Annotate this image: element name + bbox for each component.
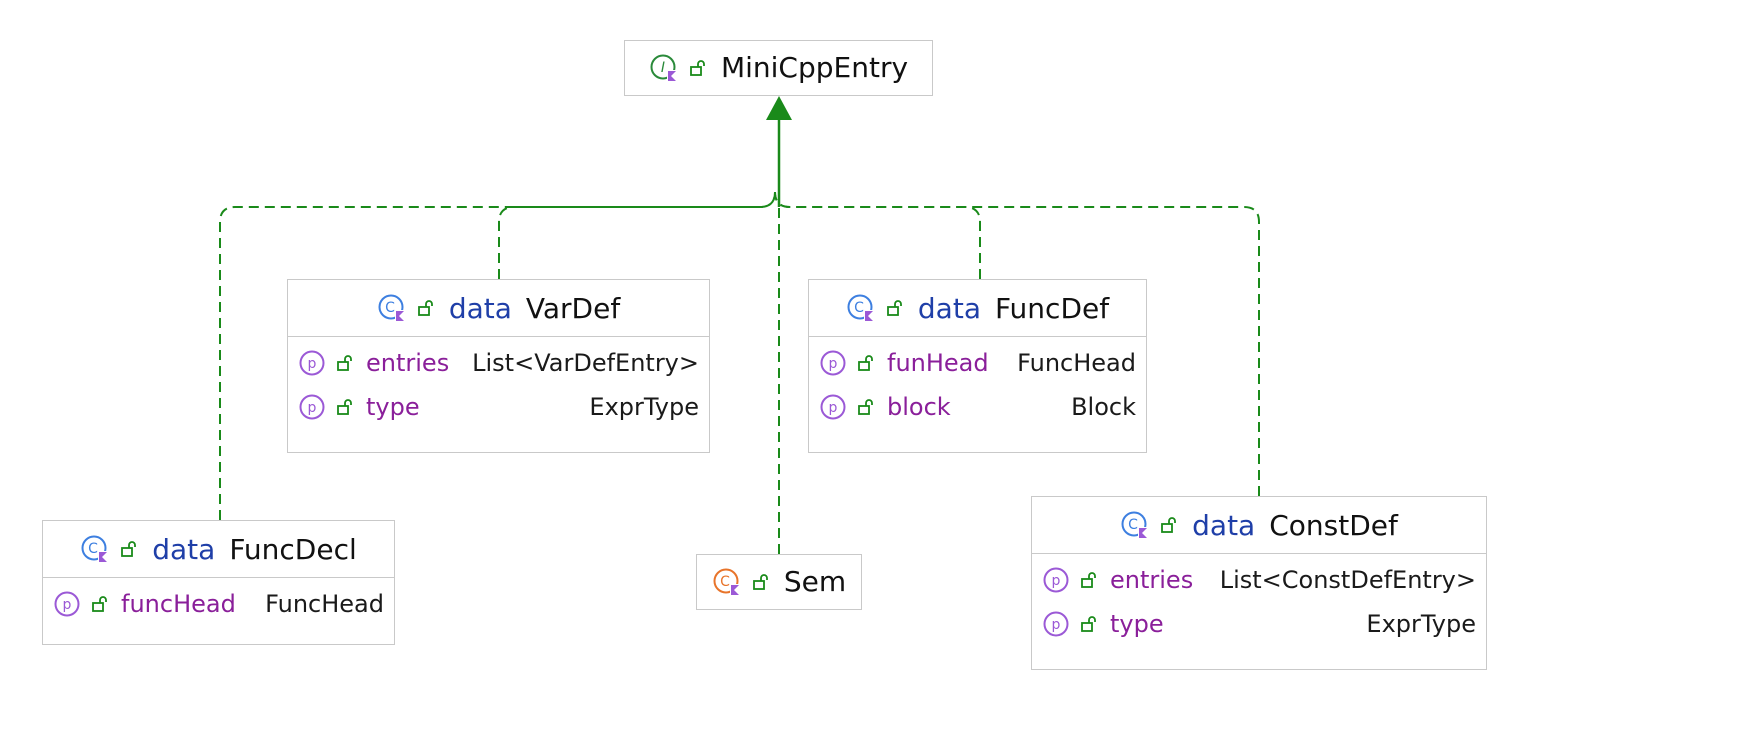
divider xyxy=(1032,553,1486,554)
public-lock-icon xyxy=(336,354,354,372)
svg-text:C: C xyxy=(720,574,730,590)
property-row[interactable]: p type ExprType xyxy=(1032,602,1486,646)
public-lock-icon xyxy=(336,398,354,416)
property-icon: p xyxy=(53,590,81,618)
property-type: ExprType xyxy=(1366,610,1476,638)
kotlin-class-icon: C xyxy=(1120,510,1150,540)
property-type: ExprType xyxy=(589,393,699,421)
class-constdef[interactable]: C data ConstDef p entries List<ConstDefE… xyxy=(1031,496,1487,670)
public-lock-icon xyxy=(752,573,770,591)
property-icon: p xyxy=(1042,566,1070,594)
class-funcdecl[interactable]: C data FuncDecl p funcHead FuncHead xyxy=(42,520,395,645)
property-name: entries xyxy=(366,349,450,377)
class-name: VarDef xyxy=(525,291,621,325)
property-icon: p xyxy=(819,349,847,377)
public-lock-icon xyxy=(1160,516,1178,534)
object-sem[interactable]: C Sem xyxy=(696,554,862,610)
kotlin-class-icon: C xyxy=(377,293,407,323)
property-type: List<ConstDefEntry> xyxy=(1219,566,1476,594)
svg-text:p: p xyxy=(829,356,838,372)
property-row[interactable]: p block Block xyxy=(809,385,1146,429)
divider xyxy=(288,336,709,337)
class-name: FuncDef xyxy=(994,291,1110,325)
public-lock-icon xyxy=(417,299,435,317)
svg-text:p: p xyxy=(308,356,317,372)
public-lock-icon xyxy=(689,59,707,77)
svg-text:C: C xyxy=(854,300,864,316)
svg-text:C: C xyxy=(88,541,98,557)
property-type: List<VarDefEntry> xyxy=(472,349,699,377)
property-row[interactable]: p entries List<VarDefEntry> xyxy=(288,341,709,385)
root-name: MiniCppEntry xyxy=(720,51,909,84)
svg-text:p: p xyxy=(1052,573,1061,589)
class-name: FuncDecl xyxy=(229,532,357,566)
public-lock-icon xyxy=(857,398,875,416)
property-icon: p xyxy=(819,393,847,421)
kotlin-object-icon: C xyxy=(712,567,742,597)
public-lock-icon xyxy=(91,595,109,613)
kotlin-class-icon: C xyxy=(846,293,876,323)
divider xyxy=(809,336,1146,337)
class-name: ConstDef xyxy=(1269,508,1398,542)
svg-text:I: I xyxy=(661,60,665,76)
interface-minicppentry[interactable]: I MiniCppEntry xyxy=(624,40,933,96)
property-name: type xyxy=(1110,610,1164,638)
property-row[interactable]: p funcHead FuncHead xyxy=(43,582,394,626)
kotlin-interface-icon: I xyxy=(649,53,679,83)
kotlin-class-icon: C xyxy=(80,534,110,564)
property-icon: p xyxy=(298,393,326,421)
property-type: FuncHead xyxy=(265,590,384,618)
class-vardef[interactable]: C data VarDef p entries List<VarDefEntry… xyxy=(287,279,710,453)
property-row[interactable]: p funHead FuncHead xyxy=(809,341,1146,385)
data-keyword: data xyxy=(448,291,512,325)
property-icon: p xyxy=(298,349,326,377)
data-keyword: data xyxy=(1192,508,1256,542)
public-lock-icon xyxy=(857,354,875,372)
public-lock-icon xyxy=(1080,571,1098,589)
property-name: funcHead xyxy=(121,590,236,618)
object-name: Sem xyxy=(783,565,847,598)
edge-funcdecl-to-root xyxy=(219,191,776,520)
svg-text:p: p xyxy=(829,400,838,416)
inheritance-arrowhead xyxy=(766,96,792,120)
property-type: Block xyxy=(1071,393,1136,421)
property-icon: p xyxy=(1042,610,1070,638)
svg-text:p: p xyxy=(1052,617,1061,633)
property-type: FuncHead xyxy=(1017,349,1136,377)
edge-funcdef-to-root xyxy=(774,191,981,279)
public-lock-icon xyxy=(886,299,904,317)
class-funcdef[interactable]: C data FuncDef p funHead FuncHead p bloc… xyxy=(808,279,1147,453)
property-name: block xyxy=(887,393,951,421)
data-keyword: data xyxy=(152,532,216,566)
property-row[interactable]: p entries List<ConstDefEntry> xyxy=(1032,558,1486,602)
divider xyxy=(43,577,394,578)
svg-text:p: p xyxy=(63,597,72,613)
public-lock-icon xyxy=(1080,615,1098,633)
svg-text:C: C xyxy=(1128,517,1138,533)
property-name: entries xyxy=(1110,566,1194,594)
property-row[interactable]: p type ExprType xyxy=(288,385,709,429)
public-lock-icon xyxy=(120,540,138,558)
edge-constdef-to-root xyxy=(774,191,1260,496)
svg-text:p: p xyxy=(308,400,317,416)
svg-text:C: C xyxy=(385,300,395,316)
property-name: type xyxy=(366,393,420,421)
data-keyword: data xyxy=(917,291,981,325)
property-name: funHead xyxy=(887,349,989,377)
edge-vardef-to-root xyxy=(498,191,776,279)
